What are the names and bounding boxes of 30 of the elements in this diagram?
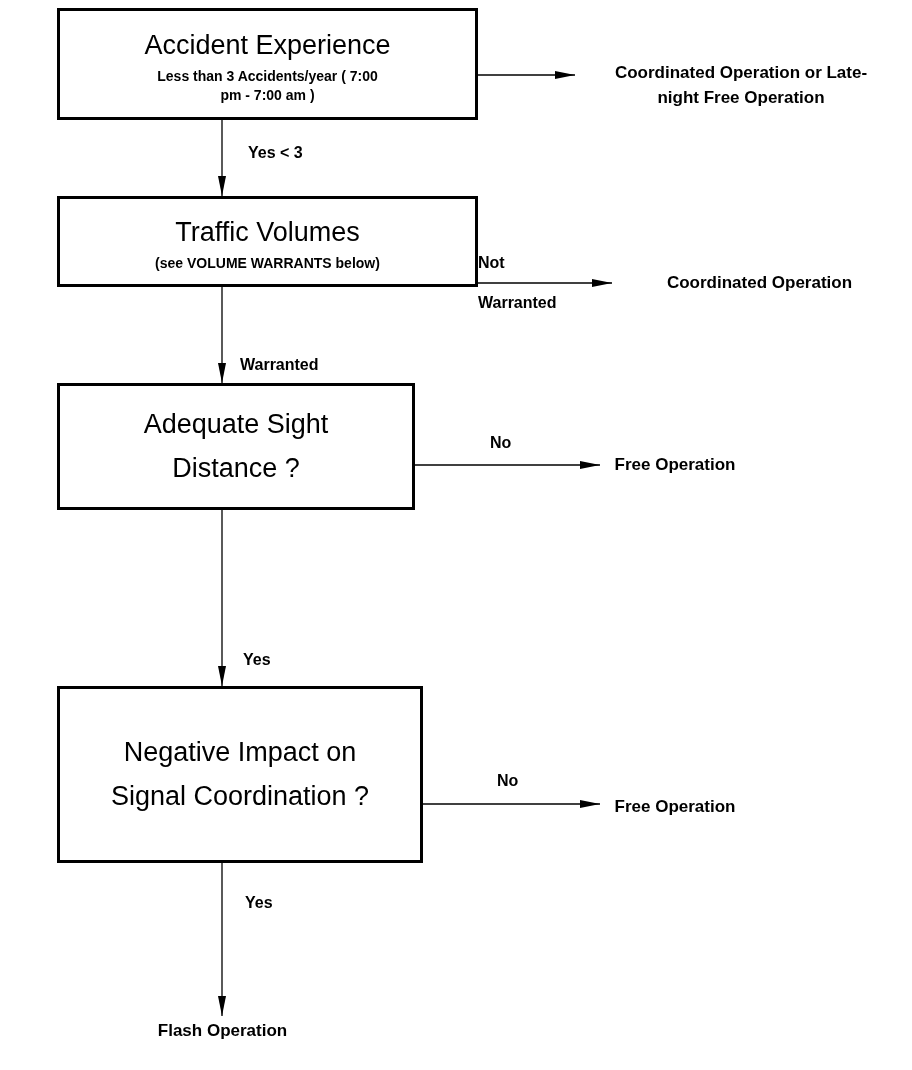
- arrow: [477, 279, 613, 287]
- decision-box: [57, 686, 423, 863]
- edge-label: Yes: [245, 893, 274, 913]
- arrow: [218, 119, 226, 197]
- outcome-text: Free Operation: [614, 795, 736, 818]
- outcome-text: Free Operation: [614, 453, 736, 476]
- decision-box: [57, 196, 478, 287]
- outcome-text: Coordinated Operation or Late-night Free Operation: [613, 62, 869, 109]
- box-title: Adequate Sight Distance ?: [142, 408, 330, 485]
- decision-box: [57, 383, 415, 510]
- arrow: [477, 71, 576, 79]
- arrow: [218, 509, 226, 687]
- edge-label: No: [497, 771, 520, 791]
- box-title: Accident Experience: [143, 29, 392, 63]
- edge-label: Yes < 3: [248, 143, 304, 163]
- edge-label: Not Warranted: [478, 253, 558, 313]
- outcome-text: Coordinated Operation: [666, 271, 853, 294]
- box-title: Traffic Volumes: [174, 215, 361, 249]
- edge-label: Yes: [243, 650, 272, 670]
- arrow: [218, 286, 226, 384]
- box-subtitle: Less than 3 Accidents/year ( 7:00 pm - 7:00 am ): [156, 67, 379, 104]
- outcome-text: Flash Operation: [157, 1019, 288, 1042]
- box-title: Negative Impact on Signal Coordination ?: [109, 736, 371, 813]
- arrow: [414, 461, 601, 469]
- decision-box: [57, 8, 478, 120]
- edge-label: Warranted: [240, 355, 320, 375]
- edge-label: No: [490, 433, 513, 453]
- arrow: [422, 800, 601, 808]
- box-subtitle: (see VOLUME WARRANTS below): [154, 254, 381, 273]
- arrow: [218, 862, 226, 1017]
